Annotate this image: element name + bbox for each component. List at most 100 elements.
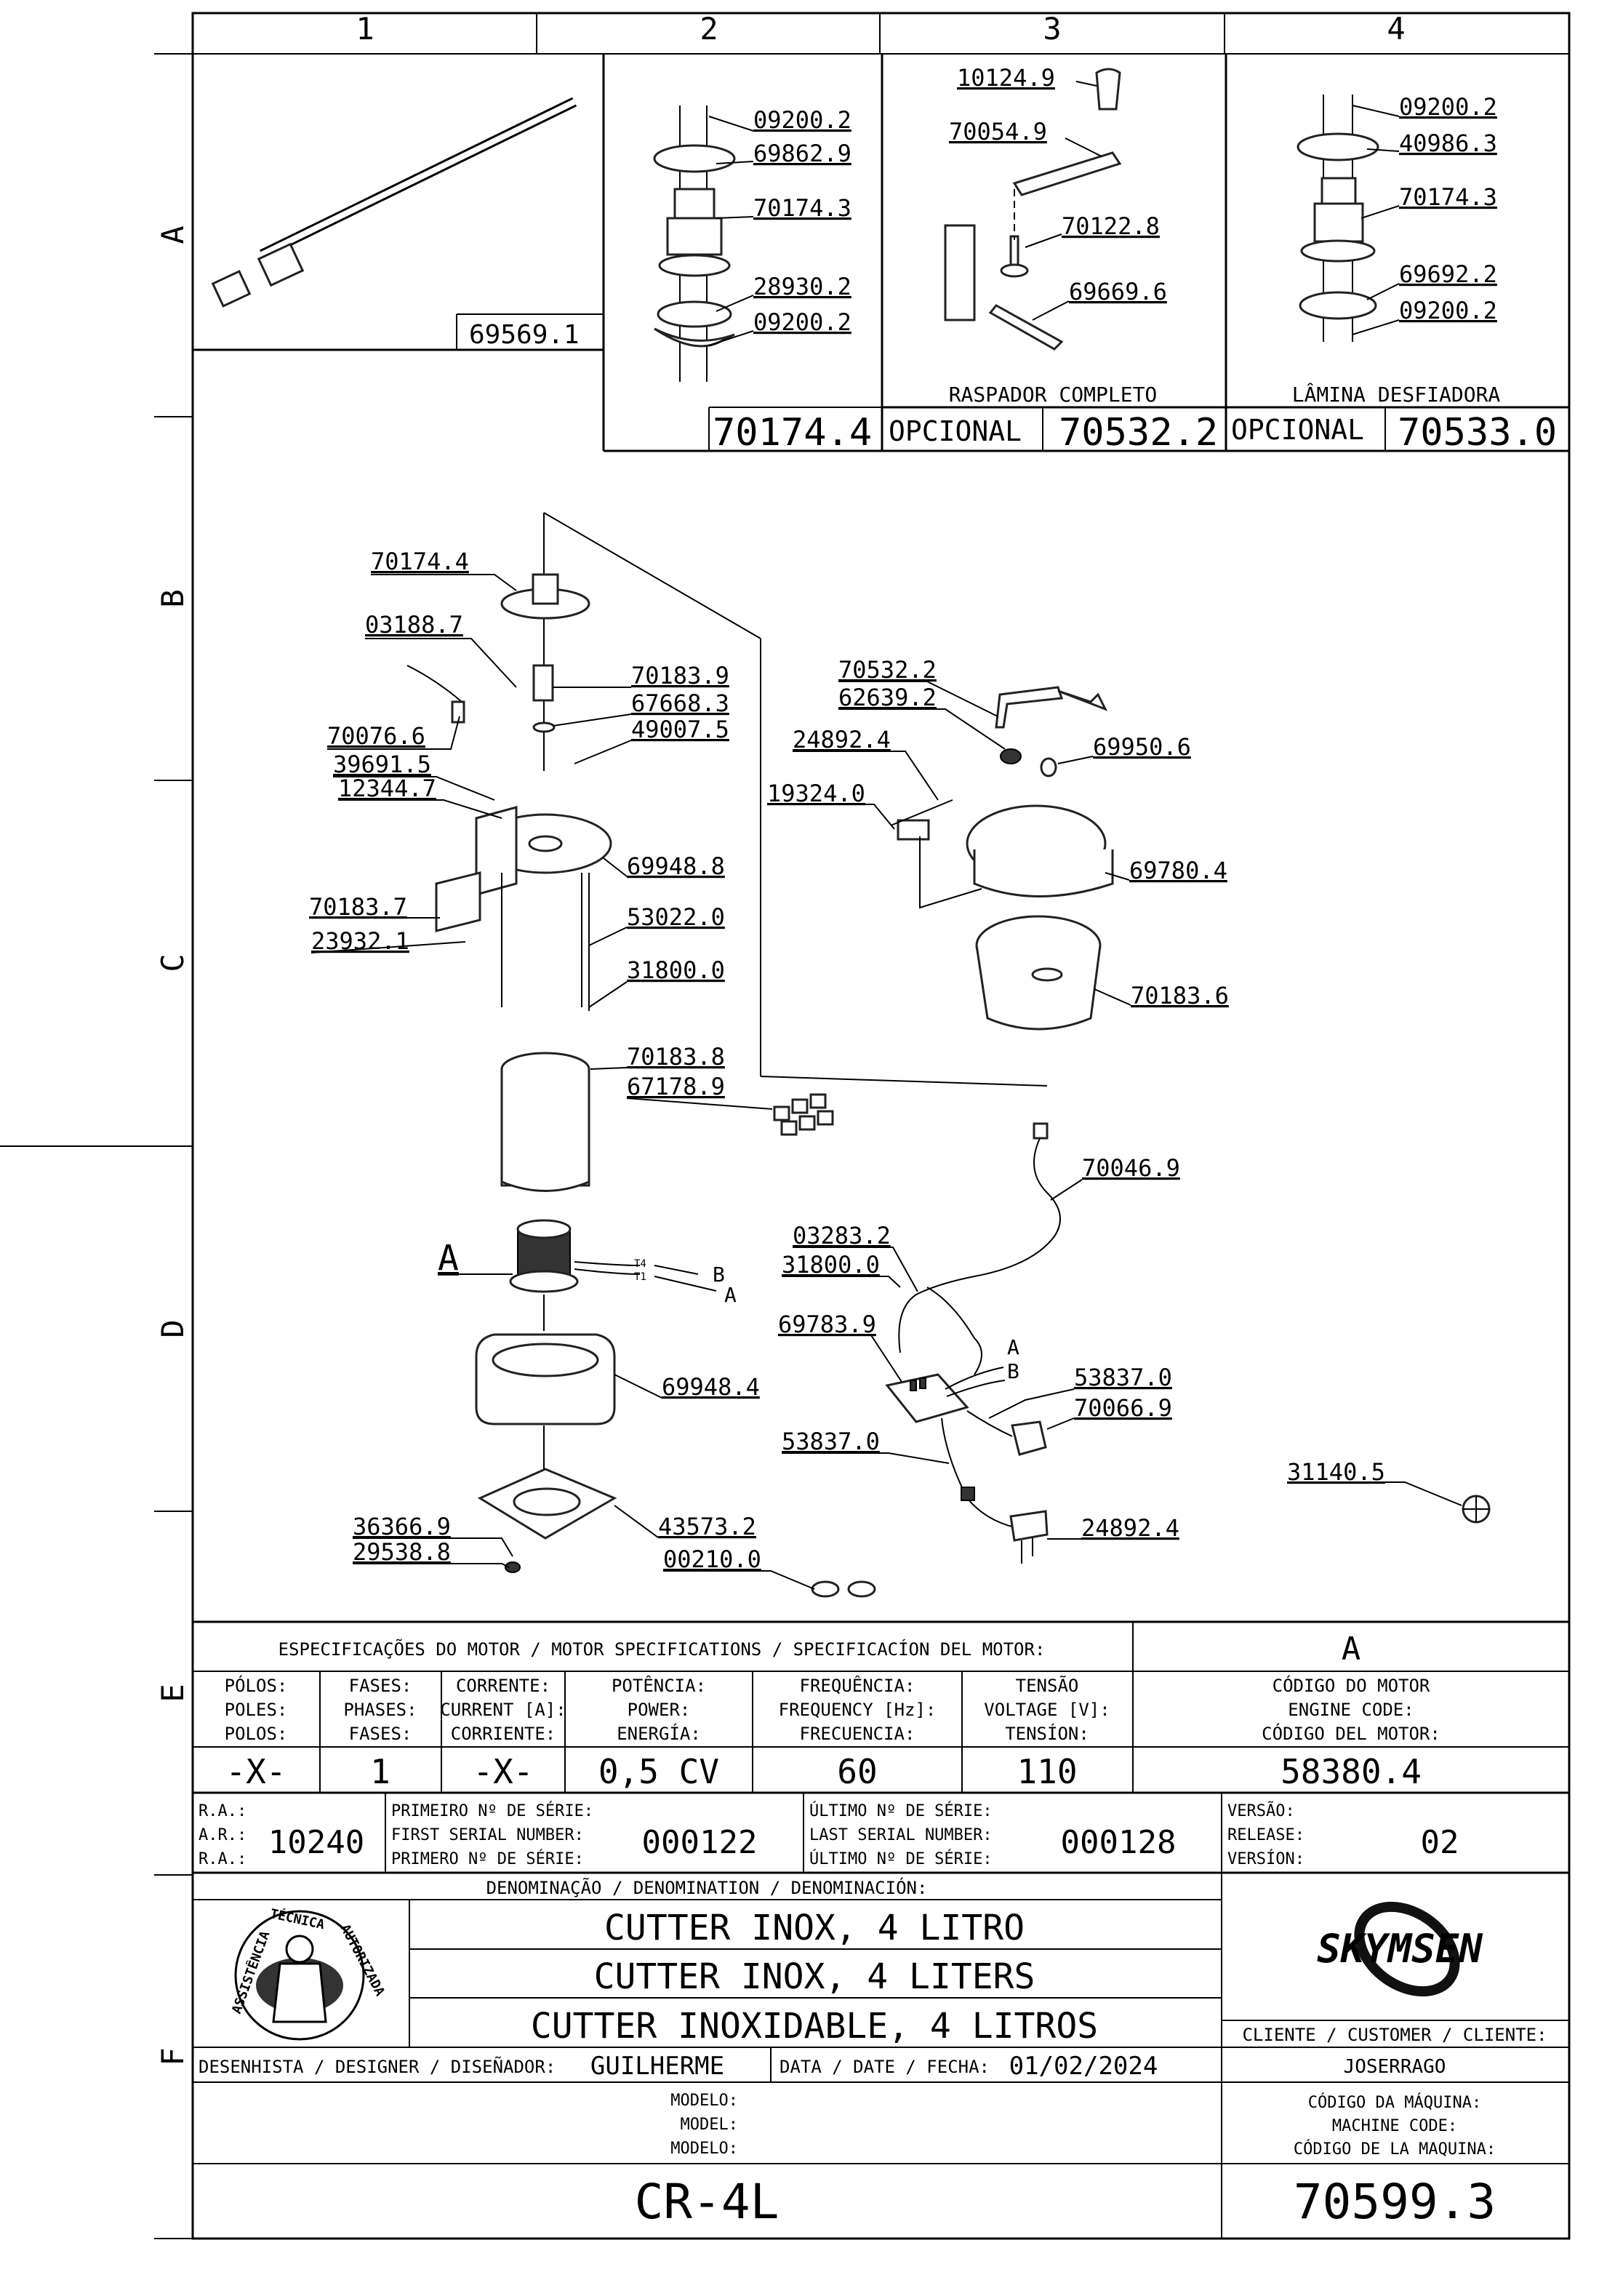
label-53837-0-a: 53837.0 [1074, 1364, 1172, 1391]
row-label-c: C [155, 953, 191, 972]
column-label-3: 3 [1043, 11, 1061, 47]
last-serial-value: 000128 [1061, 1824, 1177, 1861]
label-19324-0: 19324.0 [767, 780, 865, 807]
spec-poles-label-pt: PÓLOS: [225, 1674, 288, 1696]
designer-value: GUILHERME [590, 2052, 724, 2081]
version-label-pt: VERSÃO: [1227, 1801, 1295, 1820]
label-70066-9: 70066.9 [1074, 1394, 1172, 1422]
last-serial-label-es: ÚLTIMO Nº DE SÉRIE: [809, 1849, 993, 1868]
last-serial-label-en: LAST SERIAL NUMBER: [809, 1826, 993, 1844]
wire-letter-b: B [713, 1263, 725, 1287]
row-labels: A B C D E F [155, 225, 191, 2065]
blade-assembly-illustration [653, 105, 736, 382]
label-67668-3: 67668.3 [631, 689, 729, 717]
spec-engine-code-value: 58380.4 [1281, 1752, 1422, 1791]
spec-power-label-es: ENERGÍA: [617, 1723, 701, 1744]
label-69948-4: 69948.4 [662, 1373, 760, 1401]
row-label-a: A [155, 225, 191, 244]
motor-spec-header: ESPECIFICAÇÕES DO MOTOR / MOTOR SPECIFIC… [278, 1638, 1046, 1660]
row-label-d: D [155, 1319, 191, 1337]
panel3-labels: 10124.9 70054.9 70122.8 69669.6 [949, 64, 1167, 321]
label-24892-4-b: 24892.4 [1081, 1514, 1179, 1542]
product-name-pt: CUTTER INOX, 4 LITRO [604, 1908, 1025, 1948]
ra-value: 10240 [268, 1824, 364, 1861]
spec-frequency-label-pt: FREQUÊNCIA: [800, 1675, 915, 1696]
panel4-optional-label: OPCIONAL [1231, 414, 1364, 446]
version-value: 02 [1421, 1824, 1459, 1861]
spec-frequency-label-es: FRECUENCIA: [800, 1724, 915, 1744]
label-69862-9: 69862.9 [753, 140, 851, 167]
customer-value: JOSERRAGO [1344, 2056, 1446, 2078]
label-31140-5: 31140.5 [1287, 1458, 1385, 1486]
motor-spec-table: ESPECIFICAÇÕES DO MOTOR / MOTOR SPECIFIC… [193, 1620, 1569, 1794]
panel3-caption: RASPADOR COMPLETO [949, 383, 1158, 407]
label-36366-9: 36366.9 [353, 1513, 451, 1540]
title-block: DENOMINAÇÃO / DENOMINATION / DENOMINACIÓ… [193, 1873, 1569, 2239]
version-label-es: VERSÍON: [1227, 1849, 1305, 1868]
label-23932-1: 23932.1 [311, 927, 409, 955]
label-67178-9: 67178.9 [627, 1073, 725, 1100]
label-24892-4-a: 24892.4 [793, 726, 891, 753]
spec-engine-code-label-en: ENGINE CODE: [1288, 1700, 1414, 1720]
spec-poles-label-en: POLES: [225, 1700, 288, 1720]
label-53837-0-b: 53837.0 [782, 1428, 880, 1455]
spec-phases-label-es: FASES: [349, 1724, 412, 1744]
label-09200-2-b: 09200.2 [753, 308, 851, 336]
label-28930-2: 28930.2 [753, 273, 851, 300]
panel2-labels: 09200.2 69862.9 70174.3 28930.2 09200.2 [708, 106, 851, 346]
panel4-caption: LÂMINA DESFIADORA [1292, 382, 1501, 407]
spec-current-value: -X- [473, 1752, 533, 1791]
product-name-es: CUTTER INOXIDABLE, 4 LITROS [531, 2006, 1098, 2047]
machine-code-label-pt: CÓDIGO DA MÁQUINA: [1308, 2093, 1481, 2112]
skymsen-logo-icon: SKYMSEN [1317, 1901, 1483, 1997]
authorized-service-seal-icon: ASSISTÊNCIA TÉCNICA AUTORIZADA [228, 1905, 388, 2041]
ra-label-1: R.A.: [199, 1802, 247, 1820]
machine-code-value: 70599.3 [1294, 2174, 1496, 2230]
first-serial-value: 000122 [642, 1824, 758, 1861]
drawing-frame [0, 12, 1571, 2240]
label-09200-2-c: 09200.2 [1399, 93, 1497, 121]
column-labels: 1 2 3 4 [356, 11, 1405, 47]
label-43573-2: 43573.2 [658, 1513, 756, 1540]
panel4-labels: 09200.2 40986.3 70174.3 69692.2 09200.2 [1352, 93, 1497, 335]
spec-engine-code-label-pt: CÓDIGO DO MOTOR [1273, 1674, 1430, 1696]
label-31800-0-b: 31800.0 [782, 1251, 880, 1279]
spec-phases-label-en: PHASES: [343, 1700, 417, 1720]
motor-terminal-t4: T4 [634, 1258, 646, 1270]
label-70174-3-a: 70174.3 [753, 194, 851, 222]
first-serial-label-es: PRIMERO Nº DE SÉRIE: [391, 1849, 584, 1868]
label-70174-4: 70174.4 [371, 548, 469, 575]
label-70054-9: 70054.9 [949, 118, 1047, 145]
label-70076-6: 70076.6 [327, 722, 425, 750]
label-69780-4: 69780.4 [1129, 857, 1227, 884]
product-name-en: CUTTER INOX, 4 LITERS [594, 1956, 1035, 1997]
machine-code-label-en: MACHINE CODE: [1332, 2117, 1457, 2135]
spec-frequency-label-en: FREQUENCY [Hz]: [779, 1700, 937, 1720]
customer-label: CLIENTE / CUSTOMER / CLIENTE: [1242, 2025, 1547, 2045]
spec-voltage-label-en: VOLTAGE [V]: [984, 1700, 1110, 1720]
spec-power-value: 0,5 CV [598, 1752, 719, 1791]
row-label-f: F [155, 2047, 191, 2065]
row-label-b: B [155, 589, 191, 607]
spec-voltage-value: 110 [1017, 1752, 1077, 1791]
ra-label-3: R.A.: [199, 1850, 247, 1868]
panel3-code: 70532.2 [1059, 411, 1218, 455]
spec-poles-label-es: POLOS: [225, 1724, 288, 1744]
column-label-2: 2 [700, 11, 718, 47]
motor-letter-a: A [438, 1238, 459, 1279]
board-letter-a: A [1007, 1335, 1019, 1359]
exploded-view-right-labels: 70532.2 62639.2 69950.6 24892.4 19324.0 … [767, 656, 1462, 1542]
spec-current-label-pt: CORRENTE: [456, 1676, 550, 1696]
label-29538-8: 29538.8 [353, 1538, 451, 1566]
label-49007-5: 49007.5 [631, 716, 729, 743]
label-09200-2-d: 09200.2 [1399, 297, 1497, 324]
label-03188-7: 03188.7 [365, 611, 463, 639]
spec-voltage-label-pt: TENSÃO [1016, 1674, 1079, 1696]
shredding-blade-illustration [1297, 95, 1379, 342]
date-value: 01/02/2024 [1009, 2052, 1158, 2081]
label-53022-0: 53022.0 [627, 903, 725, 931]
motor-terminal-t1: T1 [634, 1271, 646, 1283]
label-70174-3-b: 70174.3 [1399, 183, 1497, 211]
shaft-tool-illustration [211, 97, 577, 308]
label-09200-2-a: 09200.2 [753, 106, 851, 134]
